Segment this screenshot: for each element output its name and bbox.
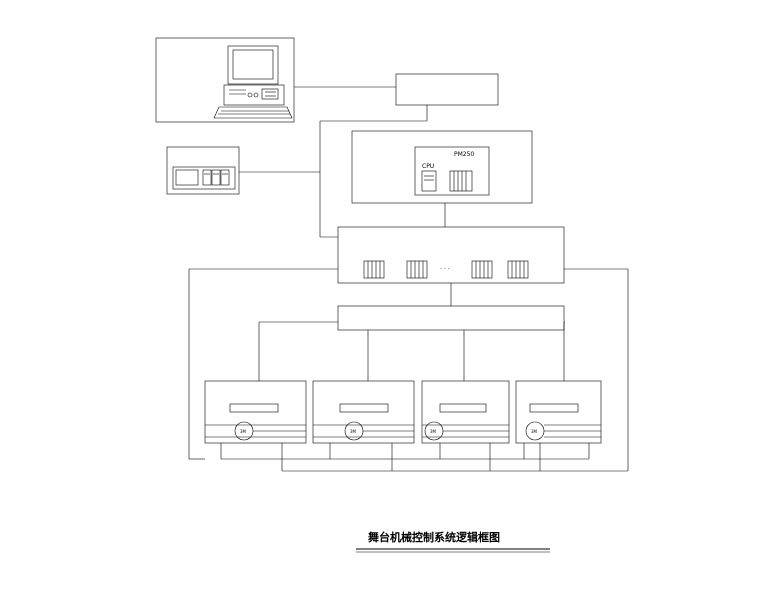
- drive-label-box: [229, 403, 279, 413]
- io-module-icon: [406, 260, 428, 279]
- io-module-icon: [471, 260, 493, 279]
- computer-icon: [213, 45, 293, 119]
- cpu-module-icon: [421, 170, 437, 192]
- controller-cpu-label: CPU: [422, 163, 434, 170]
- controller-model-label: PM250: [454, 151, 474, 158]
- motor-symbol: [525, 421, 545, 441]
- motor-label: 3M: [350, 429, 357, 434]
- io-bus-box: [337, 226, 565, 284]
- drive-unit-1: [204, 380, 307, 444]
- comm-module: [395, 73, 499, 106]
- motor-label: 3M: [240, 429, 247, 434]
- controller-box: [351, 130, 533, 204]
- drawing-title: 舞台机械控制系统逻辑框图: [368, 530, 500, 544]
- drive-label-box: [439, 403, 487, 413]
- panel-screen: [175, 169, 199, 186]
- drive-label-box: [339, 403, 389, 413]
- labels: PM250 CPU · · · 3M 3M 3M: [240, 151, 538, 544]
- fieldbus-bar: [337, 305, 565, 331]
- motor-symbol: [424, 421, 444, 441]
- motor-symbol: [344, 421, 364, 441]
- drive-unit-4: [515, 380, 602, 444]
- touch-panel: [166, 146, 240, 195]
- motor-label: 3M: [430, 429, 437, 434]
- io-module-icon: [507, 260, 529, 279]
- io-card-icon: [449, 170, 473, 192]
- drive-unit-3: [421, 380, 510, 444]
- drive-unit-2: [312, 380, 415, 444]
- motor-label: 3M: [531, 429, 538, 434]
- operator-station: [155, 37, 295, 123]
- motor-symbol: [234, 421, 254, 441]
- drive-label-box: [529, 403, 579, 413]
- io-module-ellipsis: · · ·: [440, 266, 450, 273]
- io-module-icon: [363, 260, 385, 279]
